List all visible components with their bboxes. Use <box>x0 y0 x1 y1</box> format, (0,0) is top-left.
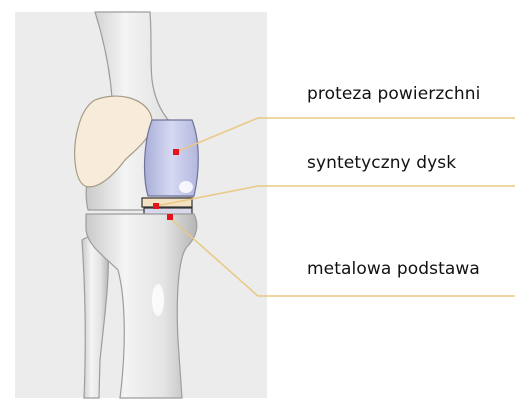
label-surface-prosthesis: proteza powierzchni <box>307 84 480 104</box>
label-metal-base: metalowa podstawa <box>307 259 480 279</box>
implant-highlight <box>179 181 193 193</box>
label-synthetic-disc: syntetyczny dysk <box>307 153 456 173</box>
marker-surface-prosthesis <box>173 149 179 155</box>
tibia-highlight <box>152 284 164 316</box>
marker-metal-base <box>167 214 173 220</box>
marker-synthetic-disc <box>153 203 159 209</box>
synthetic-disc <box>142 198 192 207</box>
